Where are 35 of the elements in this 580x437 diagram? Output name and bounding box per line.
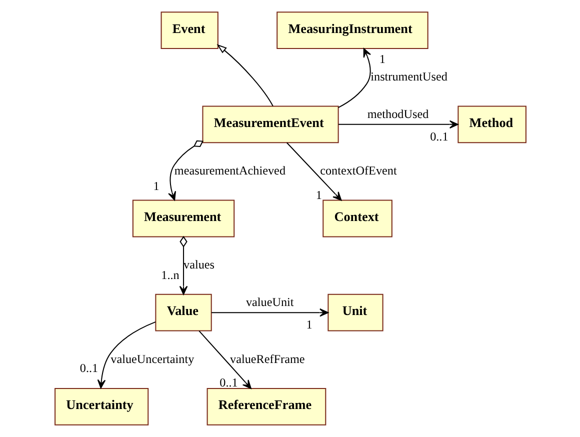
node-box: ReferenceFrame <box>206 388 326 426</box>
node-box: MeasurementEvent <box>202 106 338 144</box>
node-box: Method <box>457 106 526 144</box>
arrow <box>338 48 370 108</box>
arrow <box>178 236 188 295</box>
label: 0..1 <box>219 376 238 390</box>
node-box: Value <box>154 294 212 332</box>
edge-label: valueUnit <box>245 295 294 310</box>
arrow <box>286 142 342 201</box>
label: 1 <box>378 52 386 66</box>
node-box: Measurement <box>132 200 234 238</box>
arrow <box>198 330 251 389</box>
edge-label: measurementAchieved <box>174 164 286 178</box>
edge-label: instrumentUsed <box>370 70 447 84</box>
arrow <box>96 322 156 389</box>
edge-label: valueRefFrame <box>230 352 304 366</box>
label: 1 <box>152 178 159 193</box>
arrow <box>338 120 458 129</box>
arrow <box>216 44 273 106</box>
arrow <box>168 140 203 201</box>
node-box: Uncertainty <box>54 388 148 426</box>
edge-label: values <box>183 258 214 272</box>
label: 1..n <box>160 268 179 282</box>
label: 0..1 <box>430 129 448 144</box>
label: 0..1 <box>79 361 98 376</box>
edge-label: contextOfEvent <box>320 164 396 178</box>
edge-label: valueUncertainty <box>110 352 194 366</box>
node-box: Context <box>322 200 392 238</box>
label: 1 <box>315 188 322 202</box>
node-box: Unit <box>327 294 383 332</box>
arrow <box>211 308 328 317</box>
label: 1 <box>306 317 312 332</box>
node-box: Event <box>160 12 218 50</box>
edge-label: methodUsed <box>366 106 428 121</box>
node-box: MeasuringInstrument <box>276 12 428 50</box>
